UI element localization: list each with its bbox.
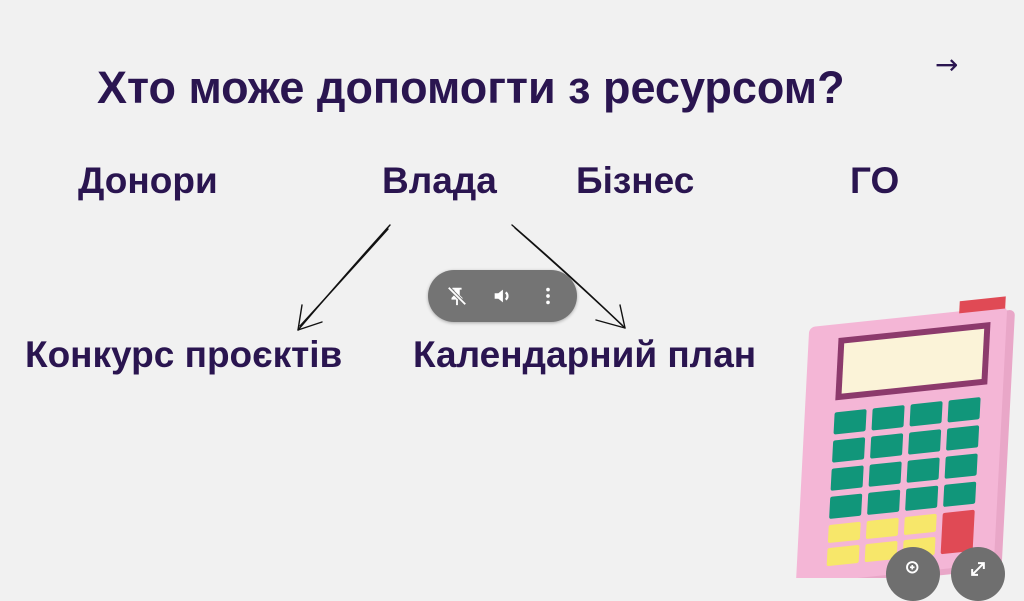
- category-business: Бізнес: [576, 160, 695, 201]
- item-project-contest: Конкурс проєктів: [25, 334, 343, 375]
- volume-icon[interactable]: [488, 282, 516, 310]
- more-vert-icon[interactable]: [534, 282, 562, 310]
- zoom-in-button[interactable]: [886, 547, 940, 601]
- category-ngo: ГО: [850, 160, 900, 201]
- slide-title: Хто може допомогти з ресурсом?: [97, 62, 845, 113]
- expand-icon: [971, 562, 985, 576]
- media-toolbar: [428, 270, 577, 322]
- calculator-illustration: [796, 296, 1015, 578]
- next-arrow-button[interactable]: →: [935, 48, 959, 81]
- category-donors: Донори: [78, 160, 218, 201]
- zoom-in-icon: [906, 561, 919, 574]
- hand-drawn-arrows: [297, 224, 626, 331]
- category-government: Влада: [382, 160, 497, 201]
- expand-button[interactable]: [951, 547, 1005, 601]
- item-calendar-plan: Календарний план: [413, 334, 757, 375]
- unpin-icon[interactable]: [443, 282, 471, 310]
